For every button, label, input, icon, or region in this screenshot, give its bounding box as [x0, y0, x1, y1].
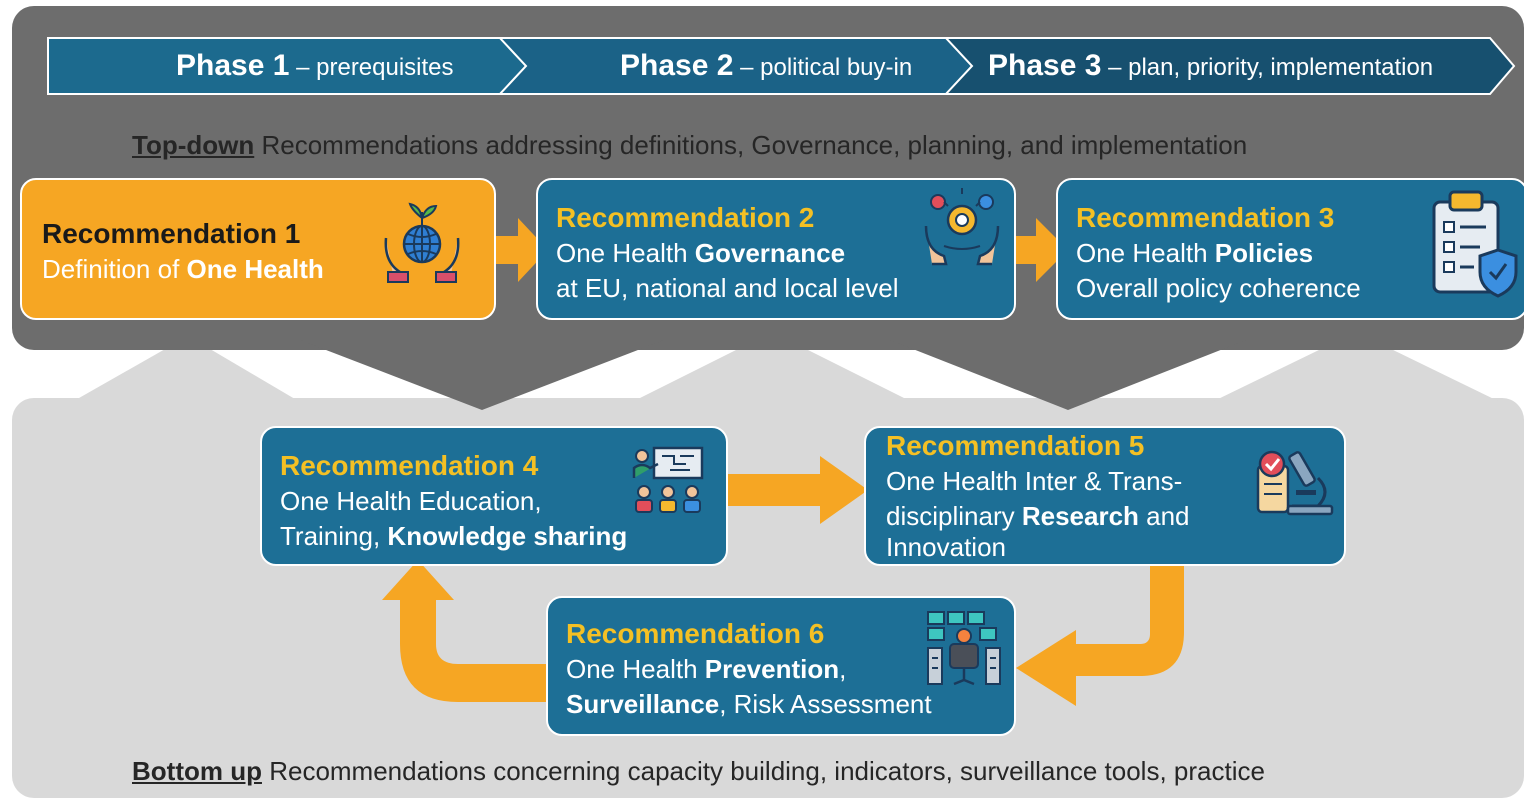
phase-1-name: Phase 1	[176, 49, 290, 82]
up-chevron-2	[632, 332, 912, 402]
recommendation-5-title: Recommendation 5	[886, 430, 1145, 461]
recommendation-3-title: Recommendation 3	[1076, 202, 1335, 233]
phase-2-desc: political buy-in	[760, 54, 913, 81]
recommendation-4-title: Recommendation 4	[280, 450, 539, 481]
globe-hands-icon	[384, 202, 460, 283]
arrow-rec5-to-rec6	[1016, 564, 1184, 706]
bottom-up-text: Recommendations concerning capacity buil…	[269, 756, 1265, 786]
bottom-up-label: Bottom up	[132, 756, 262, 786]
recommendation-1-title: Recommendation 1	[42, 218, 301, 249]
top-down-caption: Top-down Recommendations addressing defi…	[132, 130, 1247, 161]
top-down-text: Recommendations addressing definitions, …	[261, 130, 1248, 160]
recommendation-1-card: Recommendation 1 Definition of One Healt…	[20, 178, 496, 320]
top-down-label: Top-down	[132, 130, 255, 160]
up-chevron-1	[72, 336, 300, 402]
phase-1-desc: prerequisites	[316, 54, 454, 81]
monitoring-station-icon	[927, 611, 1001, 686]
phase-2-label: Phase 2 – political buy-in	[620, 49, 913, 82]
microscope-icon	[1256, 450, 1334, 516]
arrow-rec2-to-rec3	[1014, 218, 1068, 282]
phase-2-name: Phase 2	[620, 49, 734, 82]
bottom-up-caption: Bottom up Recommendations concerning cap…	[132, 756, 1265, 787]
up-chevron-3	[1212, 332, 1500, 402]
arrow-rec1-to-rec2	[494, 218, 548, 282]
arrow-rec6-to-rec4	[382, 560, 548, 702]
clipboard-shield-icon	[1432, 190, 1518, 298]
phase-3-arrow	[943, 37, 1516, 95]
phase-1-label: Phase 1 – prerequisites	[176, 49, 454, 82]
recommendation-4-card: Recommendation 4 One Health Education, T…	[260, 426, 728, 566]
arrow-rec4-to-rec5	[726, 456, 868, 524]
gears-hands-icon	[924, 188, 1000, 266]
recommendation-2-title: Recommendation 2	[556, 202, 815, 233]
phase-3-label: Phase 3 – plan, priority, implementation	[988, 49, 1434, 82]
classroom-icon	[632, 446, 704, 513]
down-chevron-2	[890, 340, 1246, 410]
down-chevron-1	[300, 340, 664, 410]
phase-3-name: Phase 3	[988, 49, 1102, 82]
recommendation-5-card: Recommendation 5 One Health Inter & Tran…	[864, 426, 1346, 566]
phase-3-desc: plan, priority, implementation	[1128, 54, 1434, 81]
recommendation-6-title: Recommendation 6	[566, 618, 825, 649]
